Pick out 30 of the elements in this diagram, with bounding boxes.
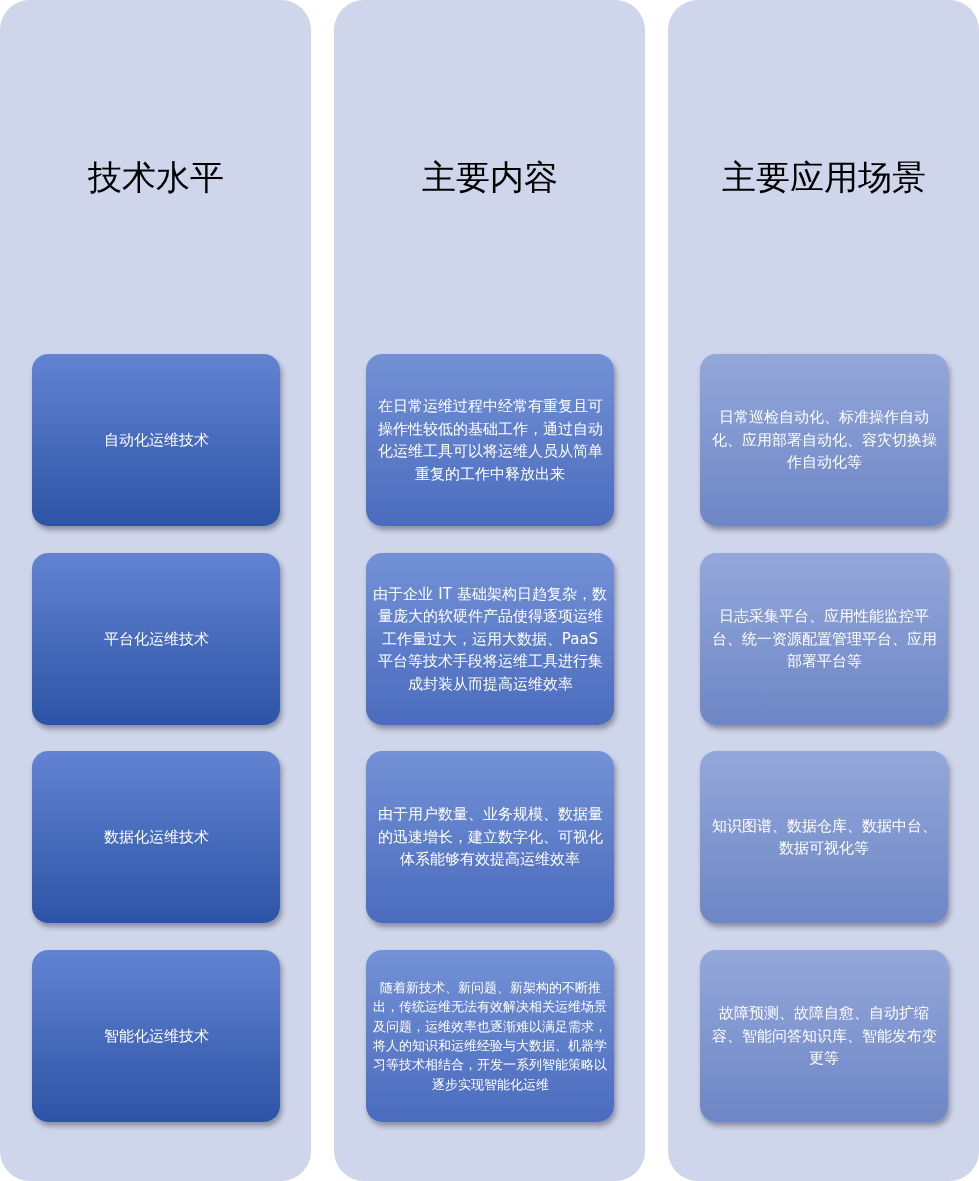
rounded-card	[700, 354, 948, 526]
rounded-card	[700, 751, 948, 923]
rounded-card	[366, 354, 614, 526]
rounded-card	[32, 950, 280, 1122]
card-text: 数据化运维技术	[103, 826, 209, 848]
rounded-card	[366, 950, 614, 1122]
rounded-card	[366, 751, 614, 923]
card-text: 由于用户数量、业务规模、数据量的迅速增长，建立数字化、可视化体系能够有效提高运维效率	[376, 804, 604, 871]
card-text: 知识图谱、数据仓库、数据中台、数据可视化等	[710, 815, 938, 859]
card-text: 自动化运维技术	[103, 429, 209, 451]
card-text: 平台化运维技术	[103, 628, 209, 650]
card-text: 日志采集平台、应用性能监控平台、统一资源配置管理平台、应用部署平台等	[710, 606, 938, 673]
card-text: 智能化运维技术	[103, 1025, 209, 1047]
column-heading: 主要内容	[420, 156, 559, 199]
column-heading: 技术水平	[86, 156, 225, 199]
rounded-card	[32, 751, 280, 923]
column-panel	[668, 0, 979, 1181]
column-panel	[0, 0, 311, 1181]
column-panel	[334, 0, 645, 1181]
card-text: 随着新技术、新问题、新架构的不断推出，传统运维无法有效解决相关运维场景及问题，运维效率也逐渐难以满足需求，将人的知识和运维经验与大数据、机器学习等技术相结合，开发一系列智能策略以逐步实现智能化运维	[372, 978, 608, 1094]
card-text: 故障预测、故障自愈、自动扩缩容、智能问答知识库、智能发布变更等	[710, 1003, 938, 1070]
card-text: 日常巡检自动化、标准操作自动化、应用部署自动化、容灾切换操作自动化等	[710, 407, 938, 474]
column-heading: 主要应用场景	[720, 156, 927, 199]
rounded-card	[700, 950, 948, 1122]
rounded-card	[32, 354, 280, 526]
card-text: 在日常运维过程中经常有重复且可操作性较低的基础工作，通过自动化运维工具可以将运维人员从简单重复的工作中释放出来	[376, 396, 604, 485]
rounded-card	[700, 553, 948, 725]
rounded-card	[366, 553, 614, 725]
card-text: 由于企业 IT 基础架构日趋复杂，数量庞大的软硬件产品使得逐项运维工作量过大，运用大数据、PaaS 平台等技术手段将运维工具进行集成封装从而提高运维效率	[372, 583, 608, 695]
rounded-card	[32, 553, 280, 725]
